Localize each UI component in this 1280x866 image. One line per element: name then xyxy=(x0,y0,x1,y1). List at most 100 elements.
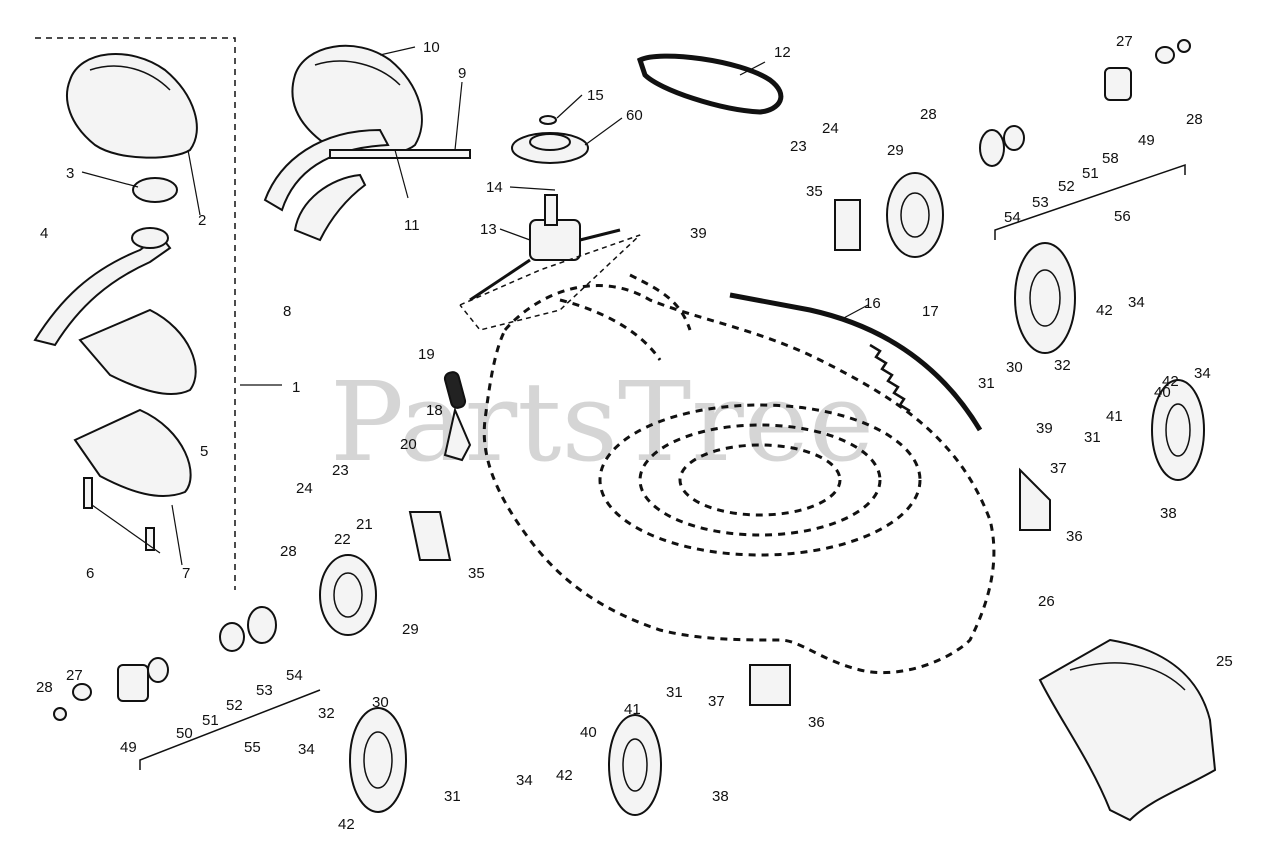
callout-30-2: 30 xyxy=(1006,359,1023,376)
callout-54: 54 xyxy=(286,667,303,684)
callout-54-2: 54 xyxy=(1004,209,1021,226)
screw-6 xyxy=(83,477,155,551)
cover-8 xyxy=(293,173,367,242)
rear-axle-16 xyxy=(729,292,983,432)
height-lever-18 xyxy=(443,371,472,462)
callout-28: 28 xyxy=(36,679,53,696)
callout-37-2: 37 xyxy=(1050,460,1067,477)
callout-52-2: 52 xyxy=(1058,178,1075,195)
callout-22: 22 xyxy=(334,531,351,548)
discharge-chute-25 xyxy=(1038,638,1217,822)
bracket-35-left xyxy=(408,511,452,561)
callout-24-2: 24 xyxy=(822,120,839,137)
callout-29-2: 29 xyxy=(887,142,904,159)
callout-34-4: 34 xyxy=(1194,365,1211,382)
callout-56: 56 xyxy=(1114,208,1131,225)
callout-23-2: 23 xyxy=(790,138,807,155)
callout-24: 24 xyxy=(296,480,313,497)
callout-25: 25 xyxy=(1216,653,1233,670)
callout-27-2: 27 xyxy=(1116,33,1133,50)
callout-40: 40 xyxy=(580,724,597,741)
callout-12: 12 xyxy=(774,44,791,61)
kit-bracket xyxy=(35,37,236,590)
callout-55: 55 xyxy=(244,739,261,756)
callout-2: 2 xyxy=(198,212,206,229)
callout-50: 50 xyxy=(176,725,193,742)
wheel-40-right xyxy=(1151,379,1205,481)
callout-21: 21 xyxy=(356,516,373,533)
callout-17: 17 xyxy=(922,303,939,320)
wheel-40-bottom xyxy=(608,714,662,816)
callout-35: 35 xyxy=(468,565,485,582)
handle-lower-11 xyxy=(263,128,471,212)
callout-34-2: 34 xyxy=(516,772,533,789)
pulley-60 xyxy=(511,132,589,164)
control-lever-4 xyxy=(33,227,172,347)
callout-23: 23 xyxy=(332,462,349,479)
cap-3 xyxy=(132,177,178,203)
callout-31-2: 31 xyxy=(666,684,683,701)
callout-30: 30 xyxy=(372,694,389,711)
shield-5 xyxy=(78,308,197,396)
callout-28-3: 28 xyxy=(920,106,937,123)
callout-36-2: 36 xyxy=(1066,528,1083,545)
callout-53: 53 xyxy=(256,682,273,699)
hub-stack-55 xyxy=(53,606,321,770)
engine-cover-10 xyxy=(291,44,423,156)
callout-40-2: 40 xyxy=(1154,384,1171,401)
callout-41-2: 41 xyxy=(1106,408,1123,425)
callout-20: 20 xyxy=(400,436,417,453)
callout-39: 39 xyxy=(690,225,707,242)
callout-32-2: 32 xyxy=(1054,357,1071,374)
callout-35-2: 35 xyxy=(806,183,823,200)
callout-34: 34 xyxy=(298,741,315,758)
bracket-36-right xyxy=(1019,467,1051,531)
callout-29: 29 xyxy=(402,621,419,638)
callout-16: 16 xyxy=(864,295,881,312)
callout-60: 60 xyxy=(626,107,643,124)
callout-27: 27 xyxy=(66,667,83,684)
spring-17 xyxy=(869,343,911,413)
nut-15 xyxy=(539,115,557,125)
mower-deck-outline xyxy=(482,273,996,675)
callout-8: 8 xyxy=(283,303,291,320)
callout-28-2: 28 xyxy=(280,543,297,560)
callout-38-2: 38 xyxy=(1160,505,1177,522)
callout-49-2: 49 xyxy=(1138,132,1155,149)
leader-lines xyxy=(81,46,869,566)
callout-19: 19 xyxy=(418,346,435,363)
callout-9: 9 xyxy=(458,65,466,82)
wheel-32-left xyxy=(349,707,407,813)
callout-53-2: 53 xyxy=(1032,194,1049,211)
callout-7: 7 xyxy=(182,565,190,582)
transmission-13 xyxy=(459,194,641,331)
callout-58: 58 xyxy=(1102,150,1119,167)
callout-52: 52 xyxy=(226,697,243,714)
callout-31-4: 31 xyxy=(1084,429,1101,446)
belt-12 xyxy=(636,53,784,115)
bracket-35-right xyxy=(834,199,861,251)
wheel-32-right xyxy=(1014,242,1076,354)
callout-11: 11 xyxy=(404,217,420,234)
engine-cover-2 xyxy=(66,53,198,159)
callout-49: 49 xyxy=(120,739,137,756)
callout-31: 31 xyxy=(444,788,461,805)
callout-15: 15 xyxy=(587,87,604,104)
callout-36: 36 xyxy=(808,714,825,731)
callout-5: 5 xyxy=(200,443,208,460)
callout-6: 6 xyxy=(86,565,94,582)
callout-4: 4 xyxy=(40,225,48,242)
callout-28-4: 28 xyxy=(1186,111,1203,128)
callout-37: 37 xyxy=(708,693,725,710)
shield-7 xyxy=(73,408,192,497)
drive-gear-29-left xyxy=(319,554,377,636)
callout-18: 18 xyxy=(426,402,443,419)
callout-14: 14 xyxy=(486,179,503,196)
callout-41: 41 xyxy=(624,701,641,718)
callout-32: 32 xyxy=(318,705,335,722)
callout-34-3: 34 xyxy=(1128,294,1145,311)
callout-26: 26 xyxy=(1038,593,1055,610)
callout-39-2: 39 xyxy=(1036,420,1053,437)
